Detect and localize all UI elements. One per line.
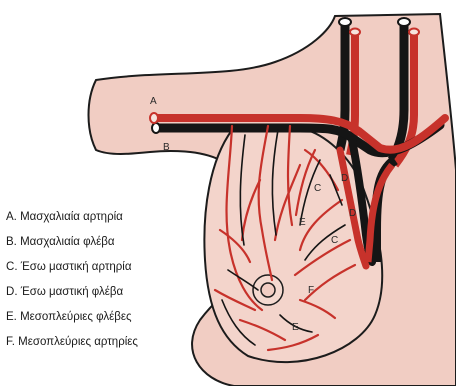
legend-item-d: D. Έσω μαστική φλέβα [6, 280, 138, 305]
legend: A. Μασχαλιαία αρτηρία B. Μασχαλιαία φλέβ… [6, 205, 138, 355]
legend-key: C [6, 261, 14, 273]
label-d-upper: D [341, 173, 348, 184]
legend-text: Έσω μαστική αρτηρία [21, 261, 132, 273]
legend-text: Μεσοπλεύριες φλέβες [20, 311, 132, 323]
legend-item-a: A. Μασχαλιαία αρτηρία [6, 205, 138, 230]
legend-text: Μεσοπλεύριες αρτηρίες [18, 336, 138, 348]
label-c-lower: C [331, 235, 338, 246]
legend-key: F [6, 336, 12, 348]
label-f: F [308, 285, 314, 296]
label-e-lower: E [292, 322, 299, 333]
label-d-lower: D [349, 208, 356, 219]
legend-text: Έσω μαστική φλέβα [21, 286, 123, 298]
label-e-upper: E [299, 217, 306, 228]
legend-key: A [6, 211, 14, 223]
label-c-upper: C [314, 183, 321, 194]
legend-item-b: B. Μασχαλιαία φλέβα [6, 230, 138, 255]
legend-text: Μασχαλιαία φλέβα [20, 236, 114, 248]
legend-key: E [6, 311, 14, 323]
legend-item-c: C. Έσω μαστική αρτηρία [6, 255, 138, 280]
nipple [261, 283, 275, 297]
label-a: A [150, 96, 157, 107]
legend-key: B [6, 236, 14, 248]
legend-text: Μασχαλιαία αρτηρία [20, 211, 123, 223]
legend-item-f: F. Μεσοπλεύριες αρτηρίες [6, 330, 138, 355]
legend-item-e: E. Μεσοπλεύριες φλέβες [6, 305, 138, 330]
legend-key: D [6, 286, 14, 298]
label-b: B [163, 142, 170, 153]
